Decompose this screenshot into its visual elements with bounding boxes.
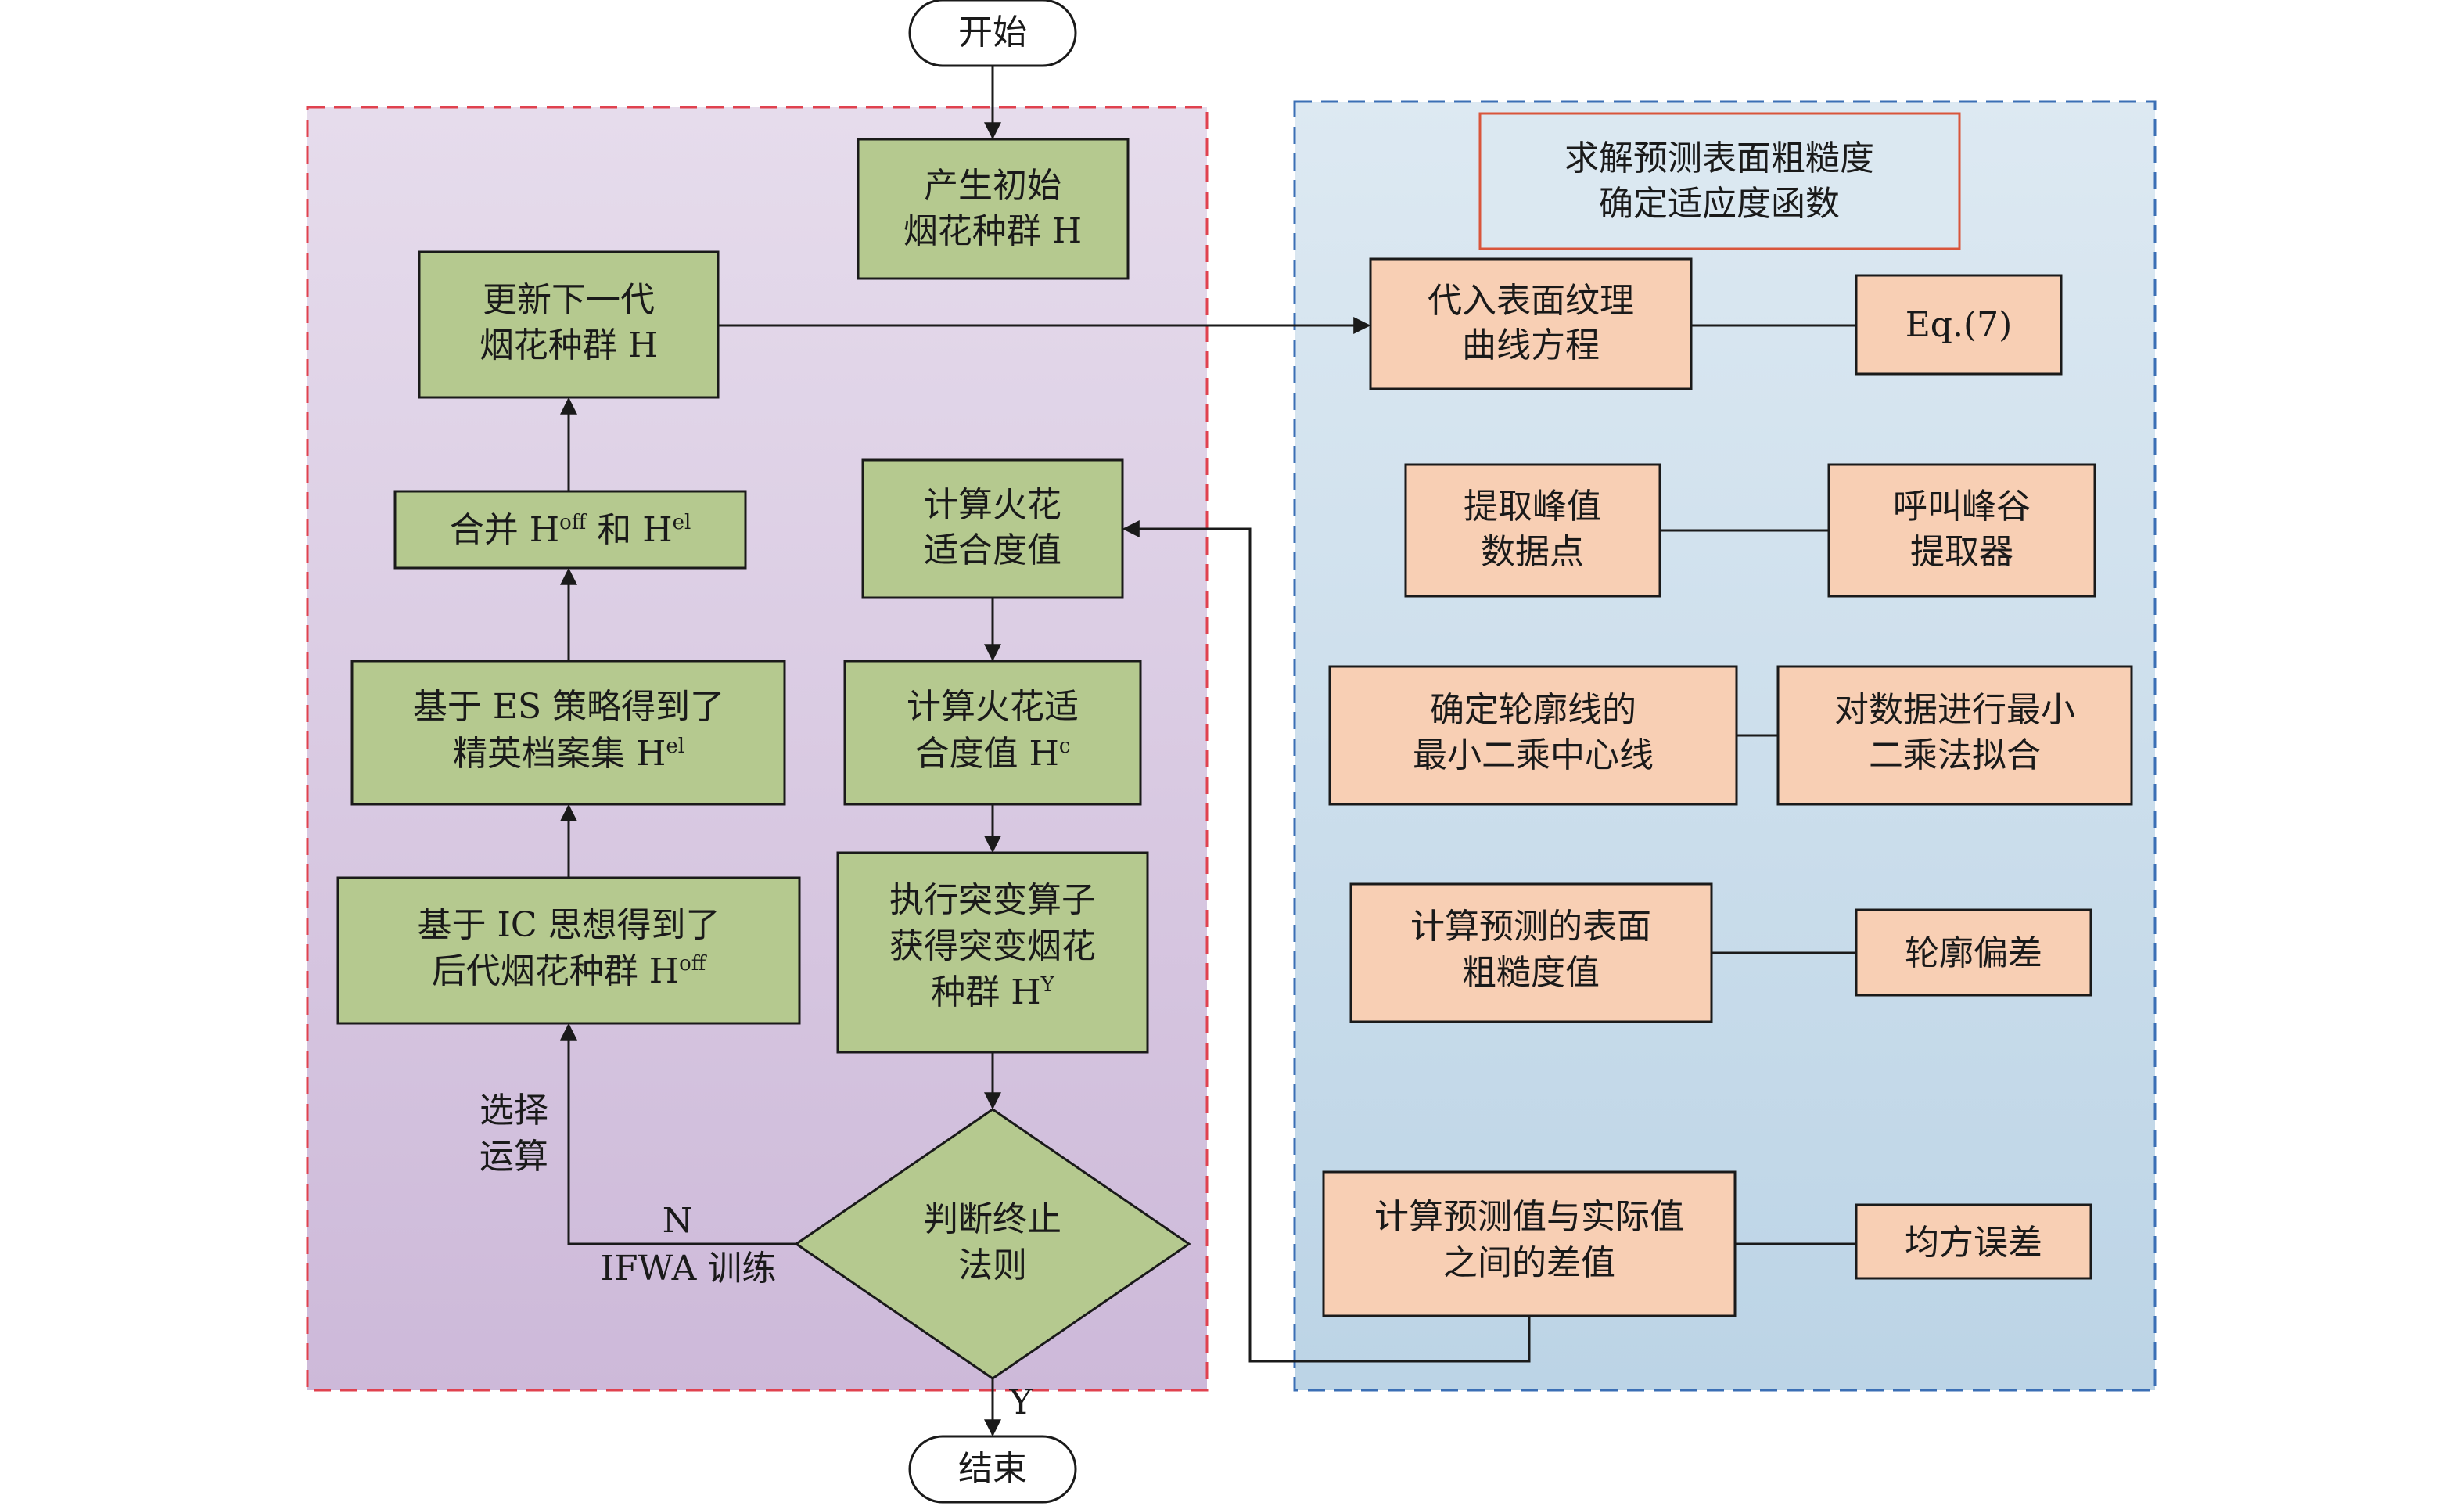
- spark-fit2-line2: 合度值 Hc: [915, 734, 1071, 774]
- offspring-line2-prefix: 后代烟花种群 H: [432, 951, 679, 991]
- elite-line2: 精英档案集 Hel: [453, 734, 684, 774]
- elite-archive-box: [350, 660, 786, 806]
- offspring-line2: 后代烟花种群 Hoff: [432, 951, 708, 991]
- header-line2: 确定适应度函数: [1599, 184, 1840, 224]
- eq7-label: Eq.(7): [1905, 305, 2013, 345]
- mutation-line3-sup: Y: [1040, 973, 1055, 997]
- update-line1: 更新下一代: [483, 280, 655, 320]
- connectors: [560, 66, 1856, 1437]
- extractor-line1: 呼叫峰谷: [1893, 487, 2031, 527]
- merge-prefix: 合并 H: [450, 510, 559, 550]
- fitness-header-box: [1478, 112, 1961, 250]
- arrow-decision-to-offspring: [560, 1023, 796, 1245]
- decision-line2: 法则: [958, 1245, 1027, 1285]
- spark-fit-line2: 适合度值: [924, 530, 1061, 570]
- profile-deviation-box: [1855, 908, 2092, 997]
- select-line2: 运算: [480, 1137, 548, 1177]
- offspring-line1: 基于 IC 思想得到了: [417, 905, 720, 945]
- substitute-line2: 曲线方程: [1462, 325, 1600, 365]
- elite-line2-prefix: 精英档案集 H: [453, 734, 666, 774]
- mutation-line3-prefix: 种群 H: [931, 972, 1040, 1012]
- offspring-box: [336, 876, 801, 1025]
- centerline-line1: 确定轮廓线的: [1430, 690, 1636, 730]
- mutation-line2: 获得突变烟花: [889, 926, 1096, 966]
- spark-fit-line1: 计算火花: [924, 485, 1061, 525]
- mse-label: 均方误差: [1905, 1223, 2042, 1263]
- merge-box: [393, 490, 747, 570]
- roughness-line1: 计算预测的表面: [1410, 907, 1651, 947]
- merge-mid: 和 H: [586, 510, 672, 550]
- roughness-line2: 粗糙度值: [1462, 953, 1600, 993]
- elite-line1: 基于 ES 策略得到了: [413, 687, 724, 727]
- diff-line1: 计算预测值与实际值: [1374, 1197, 1684, 1237]
- substitute-line1: 代入表面纹理: [1428, 281, 1634, 321]
- spark-fit2-line2-sup: c: [1059, 735, 1071, 758]
- spark-fit2-line1: 计算火花适: [907, 687, 1079, 727]
- extract-peak-box: [1404, 463, 1661, 598]
- eq7-box: [1855, 274, 2063, 376]
- lsq-line1: 对数据进行最小: [1834, 690, 2075, 730]
- merge-sup2: el: [673, 511, 691, 534]
- centerline-line2: 最小二乘中心线: [1413, 735, 1654, 775]
- merge-sup1: off: [559, 511, 588, 534]
- no-label: N: [663, 1201, 693, 1241]
- centerline-box: [1328, 665, 1738, 806]
- substitute-equation-box: [1369, 257, 1693, 390]
- end-label: 结束: [958, 1449, 1027, 1489]
- mutation-line1: 执行突变算子: [889, 880, 1096, 920]
- roughness-box: [1349, 882, 1713, 1023]
- spark-fitness-box: [861, 458, 1124, 599]
- header-line1: 求解预测表面粗糙度: [1564, 138, 1874, 178]
- deviation-label: 轮廓偏差: [1905, 933, 2042, 973]
- start-label: 开始: [958, 13, 1027, 52]
- init-line1: 产生初始: [924, 166, 1061, 206]
- panel-title: IFWA 训练: [601, 1249, 777, 1289]
- mse-box: [1855, 1203, 2092, 1280]
- spark-fit2-line2-prefix: 合度值 H: [915, 734, 1059, 774]
- lsq-line2: 二乘法拟合: [1869, 735, 2041, 775]
- select-line1: 选择: [480, 1091, 548, 1130]
- diff-line2: 之间的差值: [1443, 1243, 1615, 1283]
- update-line2: 烟花种群 H: [480, 325, 658, 365]
- offspring-line2-sup: off: [679, 952, 708, 976]
- init-line2: 烟花种群 H: [903, 211, 1082, 251]
- update-population-box: [418, 250, 720, 399]
- peak-line1: 提取峰值: [1464, 487, 1601, 527]
- merge-label: 合并 Hoff 和 Hel: [450, 510, 691, 550]
- decision-line1: 判断终止: [924, 1199, 1061, 1239]
- mutation-box: [836, 851, 1149, 1054]
- extractor-line2: 提取器: [1910, 532, 2013, 572]
- spark-fitness-hc-box: [843, 660, 1142, 806]
- peak-valley-extractor-box: [1827, 463, 2096, 598]
- peak-line2: 数据点: [1481, 532, 1584, 572]
- init-population-box: [857, 138, 1130, 280]
- mutation-line3: 种群 HY: [931, 972, 1054, 1012]
- arrow-diff-to-spark-fit: [1122, 520, 1531, 1363]
- yes-label: Y: [1008, 1382, 1033, 1422]
- elite-line2-sup: el: [666, 735, 684, 758]
